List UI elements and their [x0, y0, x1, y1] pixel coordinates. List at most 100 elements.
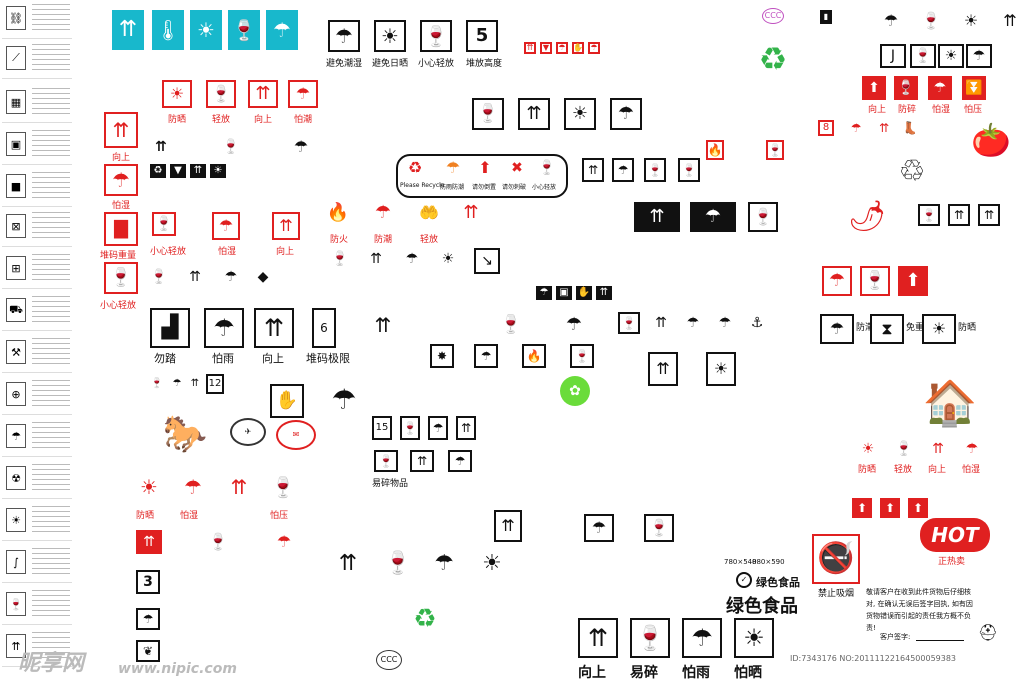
umbrella-icon: ☂ [331, 383, 357, 416]
footer-id: ID:7343176 NO:20111122164500059383 [790, 654, 957, 663]
umbrella-icon: ☂ [224, 269, 238, 285]
bottom-label: 向上 [578, 665, 606, 681]
boot-icon: 👢 [902, 121, 918, 135]
umbrella-icon: ☂ [288, 80, 318, 108]
sidebar-text [32, 296, 70, 324]
hot-badge: HOT [920, 518, 990, 552]
arrows-up-icon: ⇈ [112, 10, 144, 50]
clamp-icon: ⊞ [6, 256, 26, 280]
no-hook-icon: ⚓ [750, 315, 764, 331]
glass-icon: 🍷 [472, 98, 504, 130]
sidebar-text [32, 464, 70, 492]
sidebar-row: ⛟ [2, 292, 72, 331]
sidebar-row: ☀ [2, 502, 72, 541]
sidebar-row: ▣ [2, 126, 72, 165]
umbrella-icon: ☂ [556, 42, 568, 54]
sun-icon: ☀ [564, 98, 596, 130]
glass-icon: 🍷 [538, 160, 556, 176]
caption: 怕湿 [218, 247, 237, 257]
stamp-icon: ✉ [276, 420, 316, 450]
caption: 怕湿 [962, 465, 981, 475]
caption: 避免潮湿 [326, 59, 363, 69]
no-smoking-icon: 🚭 [812, 534, 860, 584]
arrows-up-icon: ⇈ [374, 313, 392, 337]
caption: 向上 [276, 247, 295, 257]
notice-text: 敬请客户在收到此件货物后仔细核对, 在确认无误后签字回执, 如有因货物错误而引起… [866, 588, 973, 632]
glass-icon: 🍷 [104, 262, 138, 294]
sidebar-row: ⊕ [2, 376, 72, 415]
trample-icon: ▟ [150, 308, 190, 348]
sun-icon: ☀ [441, 251, 455, 267]
arrow-up-icon: ⬆ [478, 158, 492, 177]
sidebar-row: ⟋ [2, 40, 72, 79]
arrows-up-icon: ⇈ [6, 634, 26, 658]
glass-icon: 🍷 [150, 269, 168, 285]
umbrella-icon: ☂ [434, 551, 454, 576]
arrows-up-icon: ⇈ [518, 98, 550, 130]
stack-limit-icon: 12 [206, 374, 224, 394]
glass-icon: 🍷 [499, 314, 523, 335]
sun-icon: ☀ [210, 164, 226, 178]
umbrella-icon: ☂ [966, 44, 992, 68]
fire-icon: 🔥 [522, 344, 546, 368]
caption: 免重压 [906, 323, 934, 333]
umbrella-icon: ☂ [212, 212, 240, 240]
arrows-up-icon: ⇈ [104, 112, 138, 148]
arrows-up-icon: ⇈ [254, 308, 294, 348]
umbrella-icon: ☂ [612, 158, 634, 182]
caption: 向上 [262, 352, 284, 365]
sidebar-row: ⛓ [2, 0, 72, 39]
no-pierce-icon: ✖ [511, 160, 523, 176]
arrows-up-icon: ⇈ [648, 352, 678, 386]
umbrella-icon: ☂ [136, 608, 160, 630]
arrows-up-icon: ⇈ [948, 204, 970, 226]
umbrella-icon: ☂ [448, 450, 472, 472]
press-icon: ⧗ [870, 314, 904, 344]
caption: 轻放 [420, 235, 439, 245]
sidebar-text [32, 548, 70, 576]
glass-icon: 🍷 [331, 251, 349, 267]
arrows-up-icon: ⇈ [634, 202, 680, 232]
hands-icon: 🤲 [419, 203, 439, 222]
recycle-label: 防雨防潮 [440, 184, 465, 191]
glass-icon: 🍷 [644, 158, 666, 182]
glass-icon: 🍷 [152, 212, 176, 236]
glass-icon: 🍷 [910, 44, 936, 68]
umbrella-icon: ☂ [445, 158, 461, 177]
glass-icon: ▼ [540, 42, 552, 54]
radiation-icon: ☢ [6, 466, 26, 490]
umbrella-icon: ☂ [172, 378, 182, 389]
chain-icon: ⛓ [6, 6, 26, 30]
arrow-up-icon: ⬆ [852, 498, 872, 518]
stamp-icon: ✈ [230, 418, 266, 446]
stack-limit-icon: 3 [136, 570, 160, 594]
arrows-up-icon: ⇈ [230, 475, 248, 499]
sidebar-row: ⇈ [2, 628, 72, 667]
umbrella-icon: ☂ [928, 76, 952, 100]
recycle-label: Please Recycle [400, 182, 445, 189]
hook-icon: ∫ [6, 550, 26, 574]
sun-icon: ☀ [922, 314, 956, 344]
arrows-up-icon: ⇈ [655, 315, 667, 331]
glass-icon: 🍷 [678, 158, 700, 182]
caption: 防潮 [856, 323, 875, 333]
sun-icon: ☀ [6, 508, 26, 532]
umbrella-icon: ☂ [204, 308, 244, 348]
sidebar-text [32, 172, 70, 200]
sidebar-row: ⊞ [2, 250, 72, 289]
sidebar-text [32, 380, 70, 408]
recycle-label: 小心轻放 [532, 184, 557, 191]
sidebar-text [32, 506, 70, 534]
umbrella-icon: ☂ [293, 137, 309, 156]
weight-icon: ▣ [6, 132, 26, 156]
sidebar-text [32, 254, 70, 282]
caption: 向上 [254, 115, 273, 125]
plant-icon: ❦ [136, 640, 160, 662]
caption: 防火 [330, 235, 349, 245]
arrows-up-icon: ⇈ [338, 551, 358, 576]
green-food-logo-icon: ✓ [736, 572, 752, 588]
sign-label: 客户签字: [880, 633, 911, 641]
umbrella-icon: ☂ [718, 315, 732, 331]
arrows-up-icon: ⇈ [456, 416, 476, 440]
umbrella-icon: ☂ [6, 424, 26, 448]
